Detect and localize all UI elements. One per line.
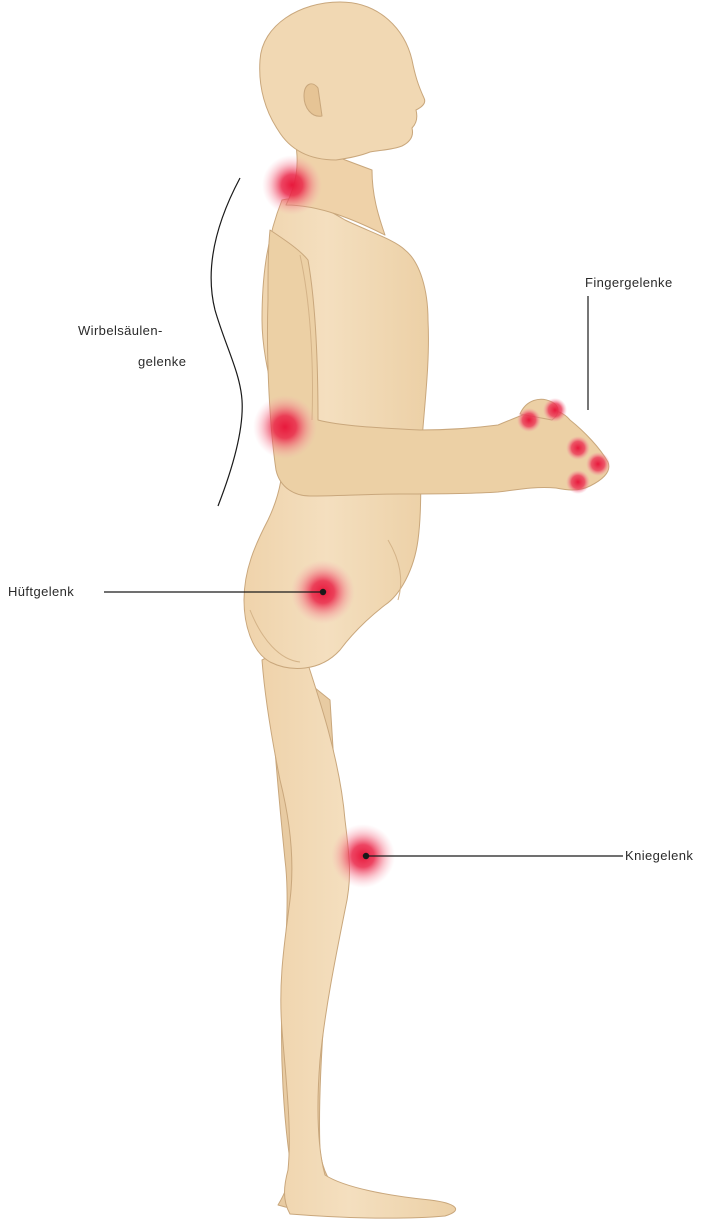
joint-finger-4: [586, 452, 610, 476]
hip-leader-dot: [320, 589, 326, 595]
spine-bracket-line: [211, 178, 242, 506]
label-hip: Hüftgelenk: [8, 584, 74, 599]
joint-lumbar-spine: [253, 395, 317, 459]
label-spine-line1: Wirbelsäulen-: [78, 323, 163, 338]
joint-finger-5: [566, 470, 590, 494]
joint-finger-3: [566, 436, 590, 460]
label-knee: Kniegelenk: [625, 848, 693, 863]
knee-leader-dot: [363, 853, 369, 859]
label-spine-line2: gelenke: [138, 354, 186, 369]
joint-finger-2: [543, 398, 567, 422]
joint-finger-1: [517, 408, 541, 432]
front-leg: [262, 640, 456, 1218]
joint-cervical-spine: [262, 155, 322, 215]
head: [260, 2, 425, 160]
label-fingers: Fingergelenke: [585, 275, 673, 290]
